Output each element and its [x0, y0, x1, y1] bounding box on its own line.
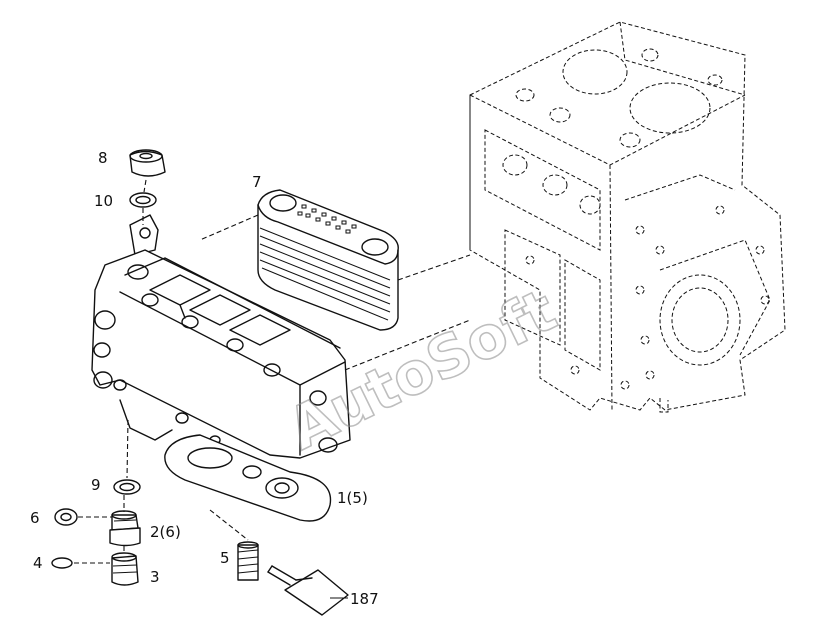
- liquid-gasket-tube-187: [267, 565, 349, 616]
- callout-187: 187: [350, 590, 379, 608]
- callout-5: 5: [220, 549, 230, 567]
- callout-4: 4: [33, 554, 43, 572]
- callout-9: 9: [91, 476, 101, 494]
- callout-10: 10: [94, 192, 113, 210]
- callout-7: 7: [252, 173, 262, 191]
- callout-8: 8: [98, 149, 108, 167]
- callout-labels: 8 10 7 9 6 2(6) 4 3 5 1(5) 187: [30, 149, 379, 608]
- plug-3: [111, 552, 139, 586]
- callout-2: 2(6): [150, 523, 181, 541]
- leader-lines: [74, 179, 471, 599]
- callout-1: 1(5): [337, 489, 368, 507]
- plug-8: [129, 149, 166, 177]
- callout-6: 6: [30, 509, 40, 527]
- oil-cooler-element-7: [257, 189, 399, 331]
- relief-valve-2: [109, 510, 141, 547]
- washer-9: [113, 479, 141, 495]
- o-ring-4: [51, 557, 73, 569]
- engine-block-phantom: [469, 21, 786, 413]
- oil-cooler-housing-1: [91, 214, 351, 522]
- spring-5: [237, 541, 259, 581]
- callout-3: 3: [150, 568, 160, 586]
- washer-10: [129, 192, 157, 208]
- washer-6: [54, 508, 78, 526]
